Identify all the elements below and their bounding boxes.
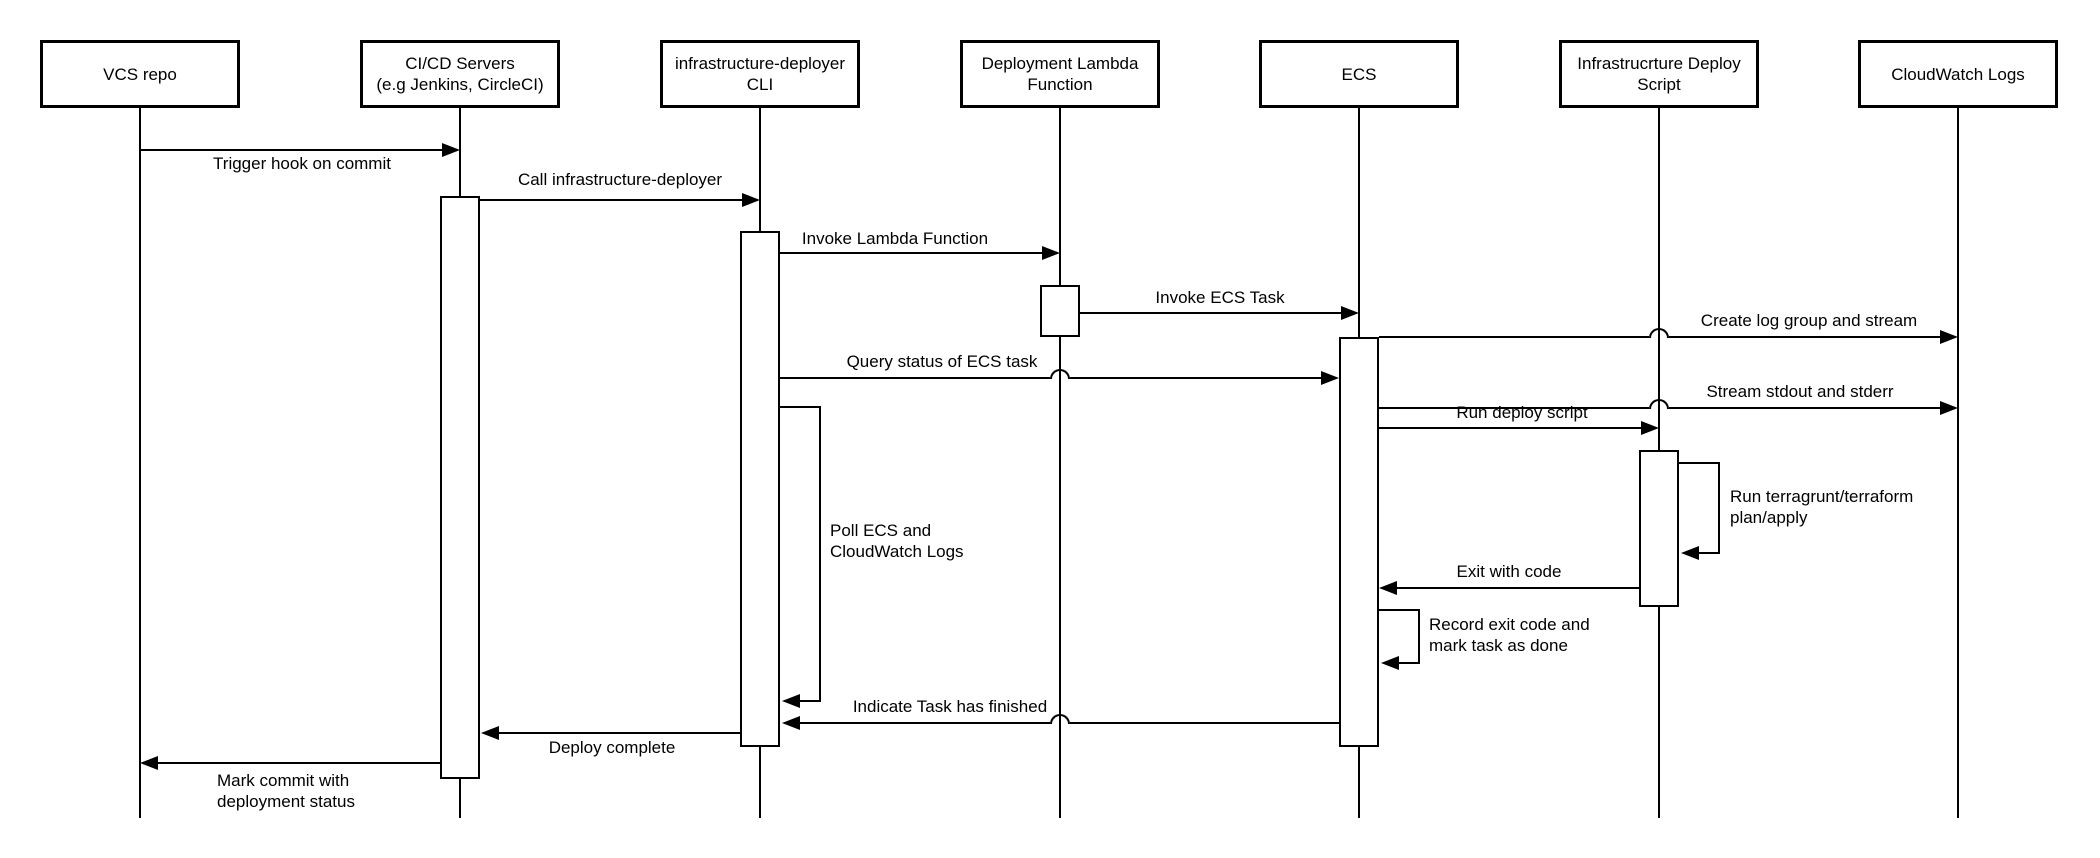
selfcall-line-record-exit-code (1418, 609, 1420, 663)
arrowhead-icon (1381, 656, 1399, 670)
actor-label: Function (1027, 75, 1093, 94)
message-line-trigger-hook (140, 149, 444, 151)
line-hop (1050, 369, 1070, 379)
message-label-create-log-group: Create log group and stream (1700, 311, 1918, 330)
message-line-stream-stdout (1669, 407, 1942, 409)
actor-box-vcs-repo: VCS repo (40, 40, 240, 108)
message-line-run-deploy-script (1379, 427, 1643, 429)
selfcall-line-record-exit-code (1379, 609, 1420, 611)
message-label-query-status: Query status of ECS task (846, 352, 1038, 371)
message-label-poll-ecs: Poll ECS and CloudWatch Logs (830, 521, 964, 561)
activation-deployment-lambda-function (1040, 285, 1080, 337)
line-hop (1649, 328, 1669, 338)
message-label-record-exit-code: Record exit code and mark task as done (1429, 615, 1590, 655)
actor-label: CLI (746, 75, 774, 94)
arrowhead-icon (481, 726, 499, 740)
message-line-indicate-finished (1070, 722, 1339, 724)
arrowhead-icon (1681, 546, 1699, 560)
selfloop-line-poll-ecs (798, 700, 821, 702)
message-line-indicate-finished (798, 722, 1050, 724)
message-line-query-status (780, 377, 1050, 379)
message-line-invoke-ecs-task (1080, 312, 1343, 314)
lifeline-vcs-repo (139, 108, 141, 818)
message-line-create-log-group (1669, 336, 1942, 338)
message-line-exit-with-code (1395, 587, 1639, 589)
activation-infrastructure-deployer-cli (740, 231, 780, 747)
message-label-exit-with-code: Exit with code (1456, 562, 1562, 581)
message-label-invoke-ecs-task: Invoke ECS Task (1155, 288, 1285, 307)
message-line-mark-commit (156, 762, 440, 764)
activation-cicd-servers (440, 196, 480, 779)
arrowhead-icon (1940, 330, 1958, 344)
selfloop-line-poll-ecs (819, 406, 821, 702)
actor-label: Deployment Lambda (981, 54, 1139, 73)
actor-box-cloudwatch-logs: CloudWatch Logs (1858, 40, 2058, 108)
selfcall-line-run-terragrunt (1697, 552, 1720, 554)
message-label-indicate-finished: Indicate Task has finished (852, 697, 1048, 716)
message-line-deploy-complete (497, 732, 740, 734)
actor-label: CloudWatch Logs (1891, 64, 2025, 84)
arrowhead-icon (1042, 246, 1060, 260)
activation-ecs (1339, 337, 1379, 747)
actor-label: Script (1637, 75, 1681, 94)
arrowhead-icon (1641, 421, 1659, 435)
message-line-stream-stdout (1379, 407, 1649, 409)
lifeline-deployment-lambda-function (1059, 108, 1061, 818)
arrowhead-icon (782, 694, 800, 708)
arrowhead-icon (1379, 581, 1397, 595)
actor-label: ECS (1341, 64, 1377, 84)
actor-label: (e.g Jenkins, CircleCI) (376, 75, 544, 94)
arrowhead-icon (1341, 306, 1359, 320)
actor-box-infrastructure-deployer-cli: infrastructure-deployer CLI (660, 40, 860, 108)
message-label-run-terragrunt: Run terragrunt/terraform plan/apply (1730, 487, 1914, 527)
message-label-mark-commit: Mark commit with deployment status (217, 771, 355, 811)
arrowhead-icon (1940, 401, 1958, 415)
arrowhead-icon (782, 716, 800, 730)
message-line-query-status (1070, 377, 1323, 379)
message-label-run-deploy-script: Run deploy script (1456, 403, 1588, 422)
message-line-create-log-group (1379, 336, 1649, 338)
message-line-invoke-lambda (780, 252, 1044, 254)
line-hop (1649, 399, 1669, 409)
line-hop (1050, 714, 1070, 724)
lifeline-cloudwatch-logs (1957, 108, 1959, 818)
message-line-call-infrastructure-deployer (480, 199, 744, 201)
actor-box-infrastructure-deploy-script: Infrastrucrture Deploy Script (1559, 40, 1759, 108)
actor-label: CI/CD Servers (405, 54, 515, 73)
selfcall-line-run-terragrunt (1718, 462, 1720, 554)
actor-label: VCS repo (103, 64, 177, 84)
arrowhead-icon (1321, 371, 1339, 385)
selfloop-line-poll-ecs (780, 406, 821, 408)
arrowhead-icon (742, 193, 760, 207)
activation-infrastructure-deploy-script (1639, 450, 1679, 607)
message-label-trigger-hook: Trigger hook on commit (213, 154, 391, 173)
message-label-deploy-complete: Deploy complete (548, 738, 676, 757)
arrowhead-icon (442, 143, 460, 157)
actor-box-ecs: ECS (1259, 40, 1459, 108)
actor-box-deployment-lambda-function: Deployment Lambda Function (960, 40, 1160, 108)
actor-label: infrastructure-deployer (674, 54, 846, 73)
selfcall-line-record-exit-code (1397, 662, 1420, 664)
message-label-stream-stdout: Stream stdout and stderr (1706, 382, 1894, 401)
message-label-invoke-lambda: Invoke Lambda Function (801, 229, 989, 248)
arrowhead-icon (140, 756, 158, 770)
actor-label: Infrastrucrture Deploy (1577, 54, 1741, 73)
actor-box-cicd-servers: CI/CD Servers (e.g Jenkins, CircleCI) (360, 40, 560, 108)
selfcall-line-run-terragrunt (1679, 462, 1720, 464)
message-label-call-infrastructure-deployer: Call infrastructure-deployer (517, 170, 723, 189)
